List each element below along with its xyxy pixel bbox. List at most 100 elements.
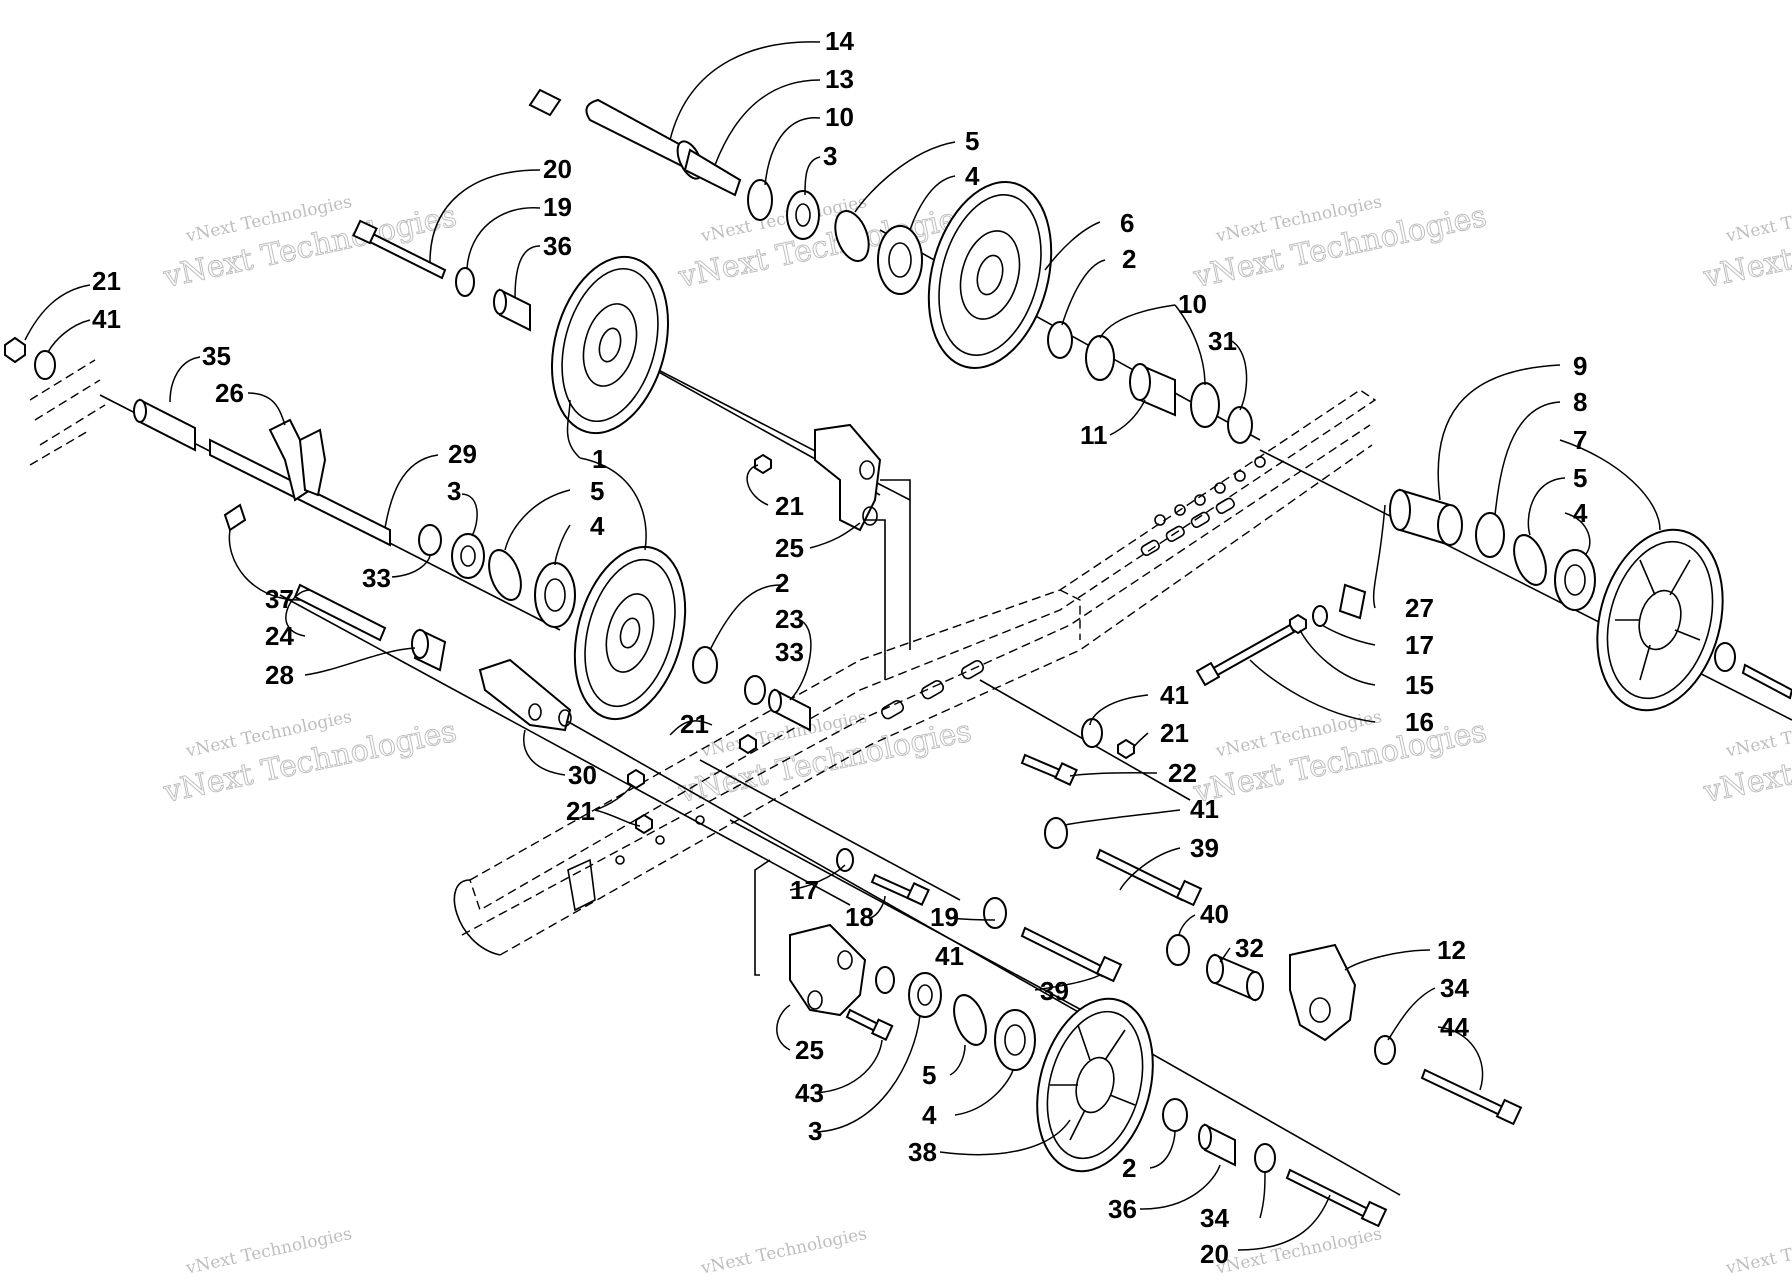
washer-part-17 xyxy=(1312,605,1328,627)
callout-9: 9 xyxy=(1573,351,1587,381)
washer-part-19 xyxy=(455,267,475,297)
spacer-part-35 xyxy=(139,398,196,452)
shaft-part-14 xyxy=(528,88,742,197)
bracket-part-30 xyxy=(478,658,572,732)
callout-26: 26 xyxy=(215,378,244,408)
watermark-tile: vNext Technologies vNext Technologies xyxy=(1699,192,1792,296)
callout-10: 10 xyxy=(825,102,854,132)
watermark-tile: vNext Technologies vNext Technologies xyxy=(159,707,460,811)
callout-5: 5 xyxy=(965,126,979,156)
callout-5b: 5 xyxy=(590,476,604,506)
callout-33b: 33 xyxy=(775,637,804,667)
callout-25: 25 xyxy=(775,533,804,563)
callout-14: 14 xyxy=(825,26,854,56)
callout-24: 24 xyxy=(265,621,294,651)
callout-2b: 2 xyxy=(775,568,789,598)
callout-11: 11 xyxy=(1080,420,1108,450)
snap-ring-part-5 xyxy=(834,210,870,262)
callout-5c: 5 xyxy=(1573,463,1587,493)
watermark-tile: vNext Technologies vNext Technologies xyxy=(1699,707,1792,811)
axle-part-24 xyxy=(293,583,387,642)
callout-18: 18 xyxy=(845,902,874,932)
watermark-text-small: vNext Technologies xyxy=(1723,1224,1792,1279)
parts-layer xyxy=(4,88,1792,1228)
retainer-part-8 xyxy=(1475,512,1505,558)
washer-part-2b xyxy=(692,646,718,684)
callout-17b: 17 xyxy=(790,875,819,905)
callout-43: 43 xyxy=(795,1078,824,1108)
callout-21: 21 xyxy=(92,266,121,296)
washer-part-40 xyxy=(1166,934,1190,966)
callout-5d: 5 xyxy=(922,1060,936,1090)
callout-27: 27 xyxy=(1405,593,1434,623)
bracket-part-25 xyxy=(814,423,882,532)
callout-2: 2 xyxy=(1122,244,1136,274)
callout-21c: 21 xyxy=(1160,718,1189,748)
bracket-part-12 xyxy=(1289,943,1357,1042)
bolt-part-20b xyxy=(1285,1168,1372,1220)
callout-19: 19 xyxy=(543,192,572,222)
washer-part-2c xyxy=(1162,1098,1188,1132)
callout-38: 38 xyxy=(908,1137,937,1167)
bolt-part-39 xyxy=(1095,848,1187,902)
idler-wheel-part-1-lower xyxy=(573,545,687,721)
leader-lines xyxy=(24,41,1661,1251)
callout-12: 12 xyxy=(1437,935,1466,965)
callout-41b: 41 xyxy=(1160,680,1189,710)
bolt-part-16 xyxy=(1208,623,1296,679)
snap-ring-part-5d xyxy=(953,994,987,1046)
callout-4d: 4 xyxy=(922,1100,937,1130)
callout-1: 1 xyxy=(592,444,606,474)
callout-3c: 3 xyxy=(808,1116,822,1146)
callout-2c: 2 xyxy=(1122,1153,1136,1183)
callout-39: 39 xyxy=(1190,833,1219,863)
retainer-part-3 xyxy=(786,190,820,240)
watermark-text-small: vNext Technologies xyxy=(698,1224,868,1279)
spacer-part-27 xyxy=(1338,583,1367,620)
callout-21d: 21 xyxy=(680,709,709,739)
callout-28: 28 xyxy=(265,660,294,690)
grease-fitting-part-37 xyxy=(223,503,247,532)
callout-15: 15 xyxy=(1405,670,1434,700)
watermark-tile: vNext Technologies vNext Technologies xyxy=(159,192,460,296)
spacer-part-10 xyxy=(747,179,773,221)
bracket-part-25b xyxy=(789,923,867,1017)
callout-41c: 41 xyxy=(1190,794,1219,824)
bolt-part-22 xyxy=(1020,753,1062,780)
watermark-tile: vNext Technologies vNext Technologies xyxy=(1189,192,1490,296)
callout-25b: 25 xyxy=(795,1035,824,1065)
washer-part-31 xyxy=(1227,406,1253,444)
spacer-part-10c xyxy=(1190,382,1220,428)
callout-37: 37 xyxy=(265,584,294,614)
assembly-axis-lines xyxy=(99,229,1792,1196)
callout-10b: 10 xyxy=(1178,289,1207,319)
nut-part-21 xyxy=(4,336,26,364)
callout-3: 3 xyxy=(823,141,837,171)
idler-wheel-part-6 xyxy=(927,181,1053,369)
callout-3b: 3 xyxy=(447,476,461,506)
callout-40: 40 xyxy=(1200,899,1229,929)
bolt-part-39b xyxy=(1020,926,1107,978)
snap-ring-part-5c xyxy=(1513,534,1547,586)
nut-part-21d xyxy=(627,768,645,790)
washer-part-34b xyxy=(1254,1143,1276,1173)
callout-21b: 21 xyxy=(775,491,804,521)
wheel-part-7 xyxy=(1596,528,1724,712)
wheel-part-38 xyxy=(1036,997,1154,1173)
retainer-part-3b xyxy=(451,533,485,579)
callout-34: 34 xyxy=(1440,973,1469,1003)
washer-part-41c xyxy=(1044,817,1068,849)
bearing-part-4c xyxy=(1554,549,1596,611)
callout-4b: 4 xyxy=(590,511,605,541)
nut-part-21f xyxy=(1117,738,1135,760)
watermark-tile: vNext Technologies vNext Technologies xyxy=(674,707,975,811)
washer-part-33 xyxy=(418,524,442,556)
bearing-part-4d xyxy=(994,1009,1036,1071)
bolt-part-44 xyxy=(1420,1068,1507,1118)
nut-part-21b xyxy=(754,453,772,475)
washer-part-41 xyxy=(34,350,56,380)
watermark-tile: vNext Technologies xyxy=(1213,1224,1383,1279)
callout-44: 44 xyxy=(1440,1012,1469,1042)
spacer-part-10b xyxy=(1085,335,1115,381)
